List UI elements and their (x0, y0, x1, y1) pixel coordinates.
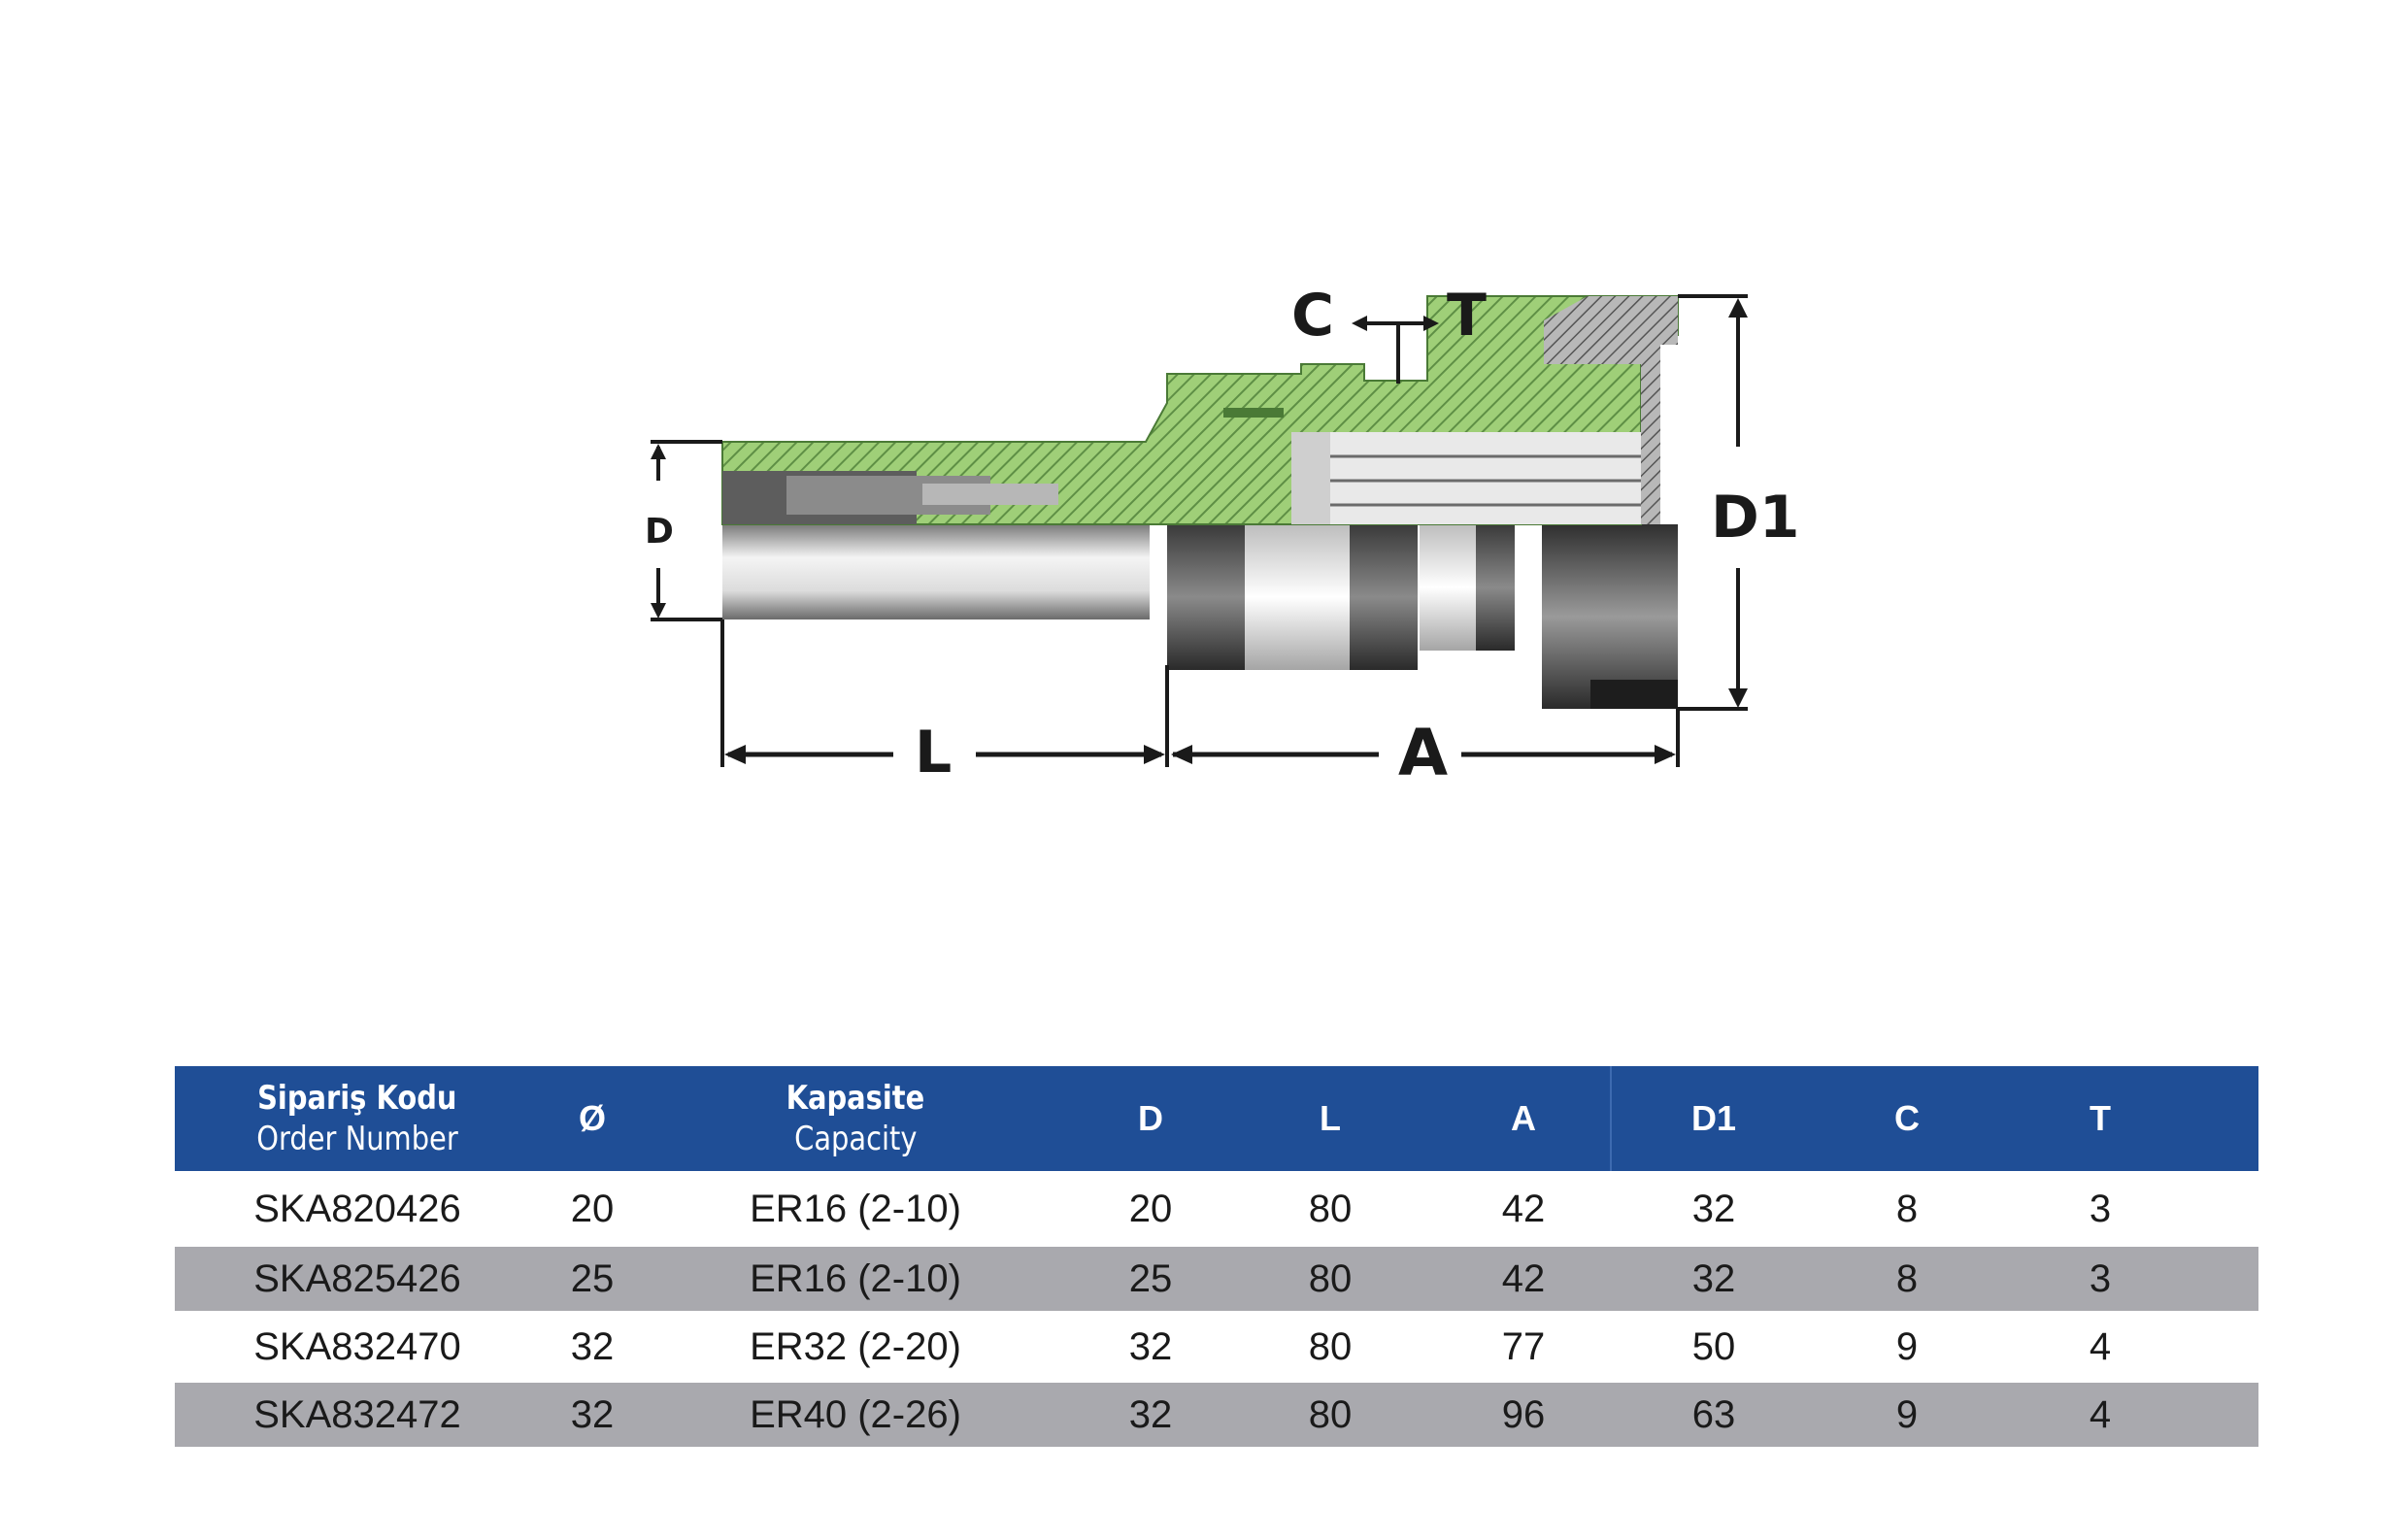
tool-drawing: C T D D1 L A (631, 277, 1800, 801)
shank (722, 524, 1150, 619)
header-order-number: Sipariş Kodu Order Number (256, 1079, 458, 1158)
dim-label-d: D (645, 512, 674, 552)
header-d: D (1138, 1098, 1163, 1138)
dim-label-a: A (1398, 716, 1449, 790)
dim-label-l: L (915, 719, 953, 787)
header-l: L (1320, 1098, 1341, 1138)
table-row: SKA832470 32 ER32 (2-20) 32 80 77 50 9 4 (253, 1324, 2112, 1368)
header-a: A (1511, 1098, 1536, 1138)
header-capacity: Kapasite Capacity (786, 1079, 925, 1158)
body-ring (1245, 524, 1350, 670)
table-row: SKA832472 32 ER40 (2-26) 32 80 96 63 9 4 (175, 1383, 2258, 1447)
header-diameter: Ø (578, 1098, 606, 1138)
table-row: SKA825426 25 ER16 (2-10) 25 80 42 32 8 3 (175, 1247, 2258, 1311)
header-d1: D1 (1690, 1098, 1737, 1138)
dim-label-t: T (1447, 282, 1487, 350)
table-row: SKA820426 20 ER16 (2-10) 20 80 42 32 8 3 (253, 1187, 2112, 1230)
table-header: Sipariş Kodu Order Number Ø Kapasite Cap… (175, 1066, 2258, 1171)
header-t: T (2090, 1098, 2111, 1138)
header-c: C (1894, 1098, 1920, 1138)
collet-holder-illustration (651, 294, 1748, 767)
collet (1330, 432, 1658, 524)
dim-label-d1: D1 (1711, 484, 1800, 552)
nut-section (1544, 296, 1678, 345)
collet-nut (1542, 524, 1678, 709)
dim-label-c: C (1291, 282, 1335, 350)
spec-table: Sipariş Kodu Order Number Ø Kapasite Cap… (175, 1066, 2258, 1447)
